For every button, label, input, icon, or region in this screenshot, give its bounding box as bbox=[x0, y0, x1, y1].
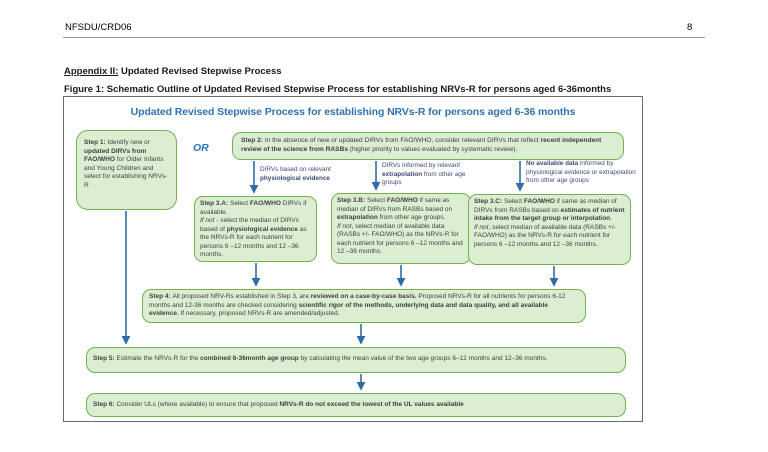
branch-label-physiological: DIRVs based on relevant physiological ev… bbox=[260, 166, 331, 182]
header-rule bbox=[63, 37, 705, 38]
appendix-heading-label: Appendix II: bbox=[64, 66, 119, 77]
step5-box: Step 5: Estimate the NRVs-R for the comb… bbox=[86, 347, 626, 373]
step4-box: Step 4: All proposed NRV-Rs established … bbox=[142, 289, 586, 323]
appendix-heading: Appendix II: Updated Revised Stepwise Pr… bbox=[64, 66, 282, 77]
flowchart-title: Updated Revised Stepwise Process for est… bbox=[130, 106, 576, 118]
step6-box: Step 6: Consider ULs (where available) t… bbox=[86, 393, 626, 417]
appendix-heading-rest: Updated Revised Stepwise Process bbox=[118, 66, 282, 77]
step3b-box: Step 3.B: Select FAO/WHO if same as medi… bbox=[331, 193, 471, 264]
branch-label-no-data: No available data informed by physiologi… bbox=[526, 160, 636, 185]
step2-box: Step 2: In the absence of new or updated… bbox=[232, 132, 624, 160]
header-page-number: 8 bbox=[687, 22, 693, 33]
step3c-box: Step 3.C: Select FAO/WHO if same as medi… bbox=[468, 194, 631, 265]
branch-label-extrapolation: DIRVs informed by relevant extrapolation… bbox=[382, 162, 466, 187]
figure-frame: Updated Revised Stepwise Process for est… bbox=[63, 96, 643, 422]
step3a-box: Step 3.A: Select FAO/WHO DIRVs if availa… bbox=[194, 196, 317, 262]
step1-box: Step 1: Identify new or updated DIRVs fr… bbox=[76, 130, 177, 210]
or-label: OR bbox=[193, 142, 209, 154]
header-doc-id: NFSDU/CRD06 bbox=[65, 22, 132, 33]
figure-caption: Figure 1: Schematic Outline of Updated R… bbox=[64, 84, 612, 95]
